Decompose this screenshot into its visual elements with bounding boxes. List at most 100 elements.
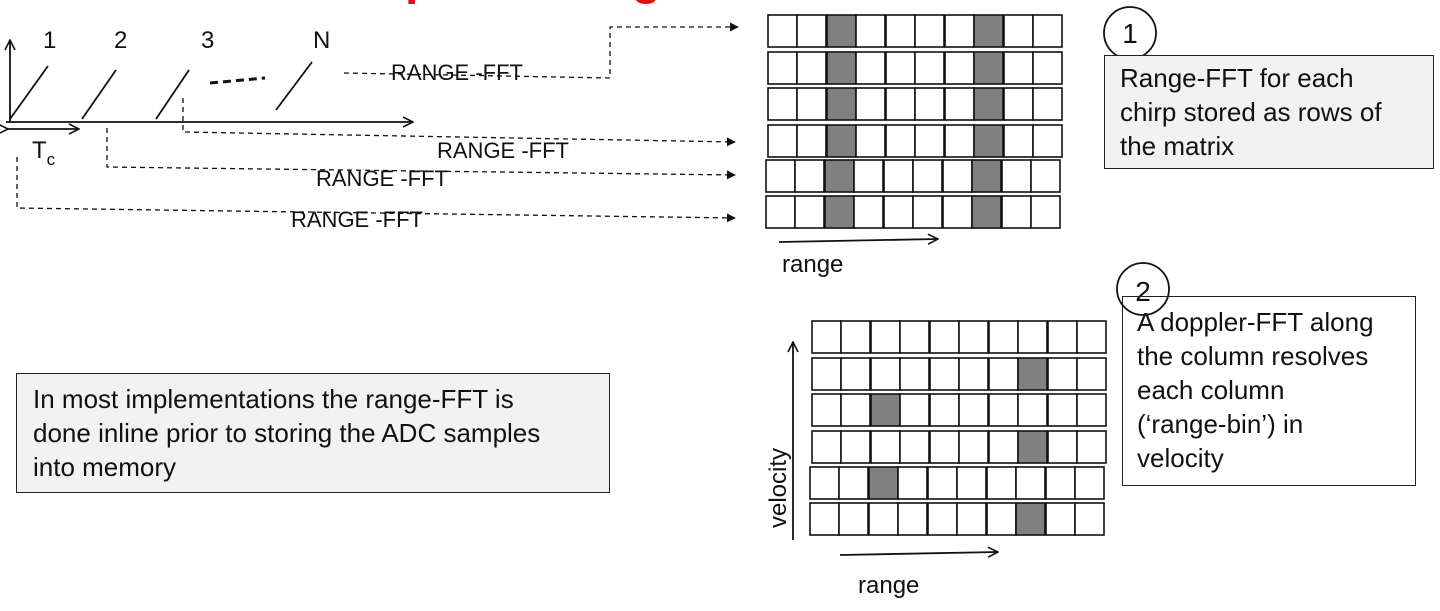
matrix1-cell-filled <box>824 195 855 229</box>
matrix2-cell <box>811 393 842 427</box>
matrix2-cell <box>899 357 930 391</box>
range-fft-label-3: RANGE -FFT <box>316 166 448 191</box>
matrix1-cell <box>1003 14 1034 48</box>
matrix2-cell <box>958 393 989 427</box>
matrix1-cell-filled <box>826 14 857 48</box>
matrix2-cell <box>929 320 960 354</box>
matrix2-cell <box>870 320 901 354</box>
matrix1-cell <box>853 195 884 229</box>
range-fft-matrix <box>765 14 1063 229</box>
matrix2-cell <box>986 466 1017 500</box>
matrix2-cell-filled <box>870 393 901 427</box>
matrix1-cell <box>944 14 975 48</box>
matrix2-cell-filled <box>1017 430 1048 464</box>
note-line: into memory <box>33 452 177 482</box>
matrix1-cell <box>1032 14 1063 48</box>
matrix2-cell <box>1076 320 1107 354</box>
implementation-note-box: In most implementations the range-FFT is… <box>16 373 610 493</box>
note-line: In most implementations the range-FFT is <box>33 384 514 414</box>
matrix1-cell <box>1032 124 1063 158</box>
matrix2-cell <box>1047 357 1078 391</box>
matrix1-cell <box>1001 159 1032 193</box>
matrix1-cell-filled <box>826 87 857 121</box>
matrix1-cell <box>944 51 975 85</box>
matrix1-cell <box>855 14 886 48</box>
matrix2-cell <box>899 430 930 464</box>
step1-line: the matrix <box>1120 131 1235 161</box>
chirp-ramp-2 <box>81 69 117 120</box>
step2-line: each column <box>1137 375 1285 405</box>
matrix1-cell <box>853 159 884 193</box>
matrix1-cell-filled <box>973 87 1004 121</box>
route-chirp-n <box>343 22 739 79</box>
matrix2-cell-filled <box>1017 357 1048 391</box>
matrix1-cell-filled <box>971 159 1002 193</box>
chirp-timeline <box>6 40 413 129</box>
matrix1-cell <box>1030 159 1061 193</box>
matrix2-cell <box>811 357 842 391</box>
chirp-ramp-1 <box>9 65 49 120</box>
matrix1-cell <box>767 124 798 158</box>
step1-line: Range-FFT for each <box>1120 63 1354 93</box>
matrix1-cell-filled <box>973 124 1004 158</box>
matrix1-cell <box>912 159 943 193</box>
chirp-period-label: Tc <box>32 137 56 169</box>
matrix1-range-axis <box>778 239 938 242</box>
matrix1-cell <box>796 124 827 158</box>
step2-number: 2 <box>1135 276 1151 307</box>
matrix2-cell <box>838 466 869 500</box>
matrix2-cell <box>1074 502 1105 536</box>
matrix2-cell <box>1045 502 1076 536</box>
matrix2-range-label: range <box>858 572 919 599</box>
matrix2-cell <box>956 502 987 536</box>
matrix2-cell <box>988 430 1019 464</box>
matrix2-cell <box>897 466 928 500</box>
matrix2-cell <box>927 502 958 536</box>
matrix1-cell <box>944 124 975 158</box>
matrix1-cell <box>1032 51 1063 85</box>
step1-line: chirp stored as rows of <box>1120 97 1382 127</box>
step2-line: the column resolves <box>1137 341 1369 371</box>
matrix1-cell <box>914 51 945 85</box>
matrix2-cell <box>1015 466 1046 500</box>
matrix2-cell-filled <box>868 466 899 500</box>
note-line: done inline prior to storing the ADC sam… <box>33 418 541 448</box>
matrix1-cell <box>885 87 916 121</box>
matrix1-cell <box>796 51 827 85</box>
matrix2-cell <box>1047 393 1078 427</box>
route-chirp-2 <box>106 128 736 180</box>
matrix2-cell <box>809 502 840 536</box>
chirp-label-n: N <box>313 27 330 54</box>
matrix2-cell <box>1076 357 1107 391</box>
matrix1-cell <box>855 51 886 85</box>
matrix1-range-label: range <box>782 251 843 278</box>
matrix2-cell <box>988 393 1019 427</box>
matrix2-cell <box>929 357 960 391</box>
matrix2-cell <box>956 466 987 500</box>
matrix2-cell <box>840 430 871 464</box>
matrix1-cell <box>794 159 825 193</box>
step2-line: (‘range-bin’) in <box>1137 409 1304 439</box>
matrix1-cell-filled <box>826 124 857 158</box>
step2-circle <box>1116 262 1170 316</box>
doppler-fft-matrix <box>809 320 1107 536</box>
matrix2-cell <box>838 502 869 536</box>
range-fft-label-2: RANGE -FFT <box>437 138 569 163</box>
matrix2-cell <box>809 466 840 500</box>
matrix2-cell <box>958 430 989 464</box>
matrix1-cell <box>855 87 886 121</box>
matrix1-cell <box>1003 87 1034 121</box>
matrix2-cell <box>870 357 901 391</box>
matrix2-cell <box>1047 320 1078 354</box>
matrix1-cell <box>942 159 973 193</box>
matrix2-cell <box>1076 430 1107 464</box>
matrix1-cell <box>914 14 945 48</box>
matrix1-cell <box>883 195 914 229</box>
matrix2-cell <box>1045 466 1076 500</box>
matrix2-cell <box>840 393 871 427</box>
matrix2-range-axis <box>839 552 998 555</box>
matrix1-cell <box>1032 87 1063 121</box>
matrix1-cell <box>765 195 796 229</box>
matrix2-cell <box>929 393 960 427</box>
matrix1-cell <box>767 87 798 121</box>
